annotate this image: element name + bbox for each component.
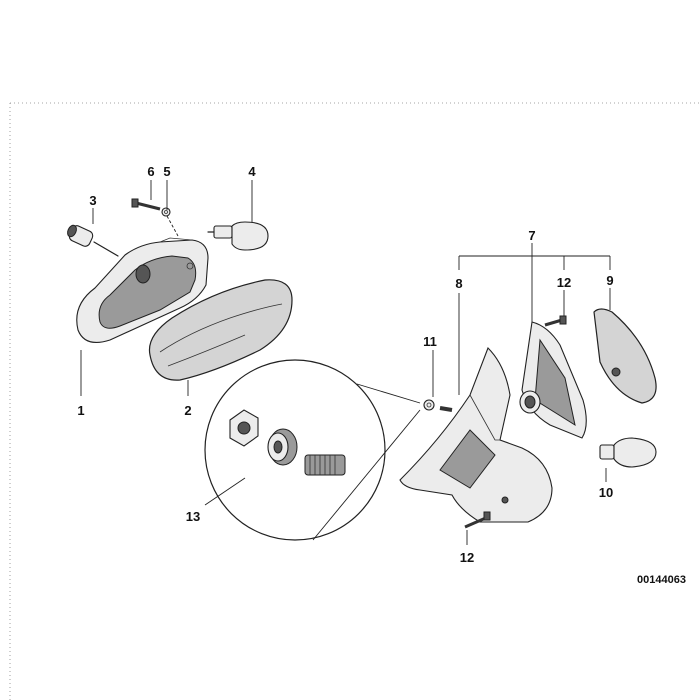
part-1-lamp-housing: [76, 237, 209, 343]
part-11-nut: [423, 399, 453, 412]
callout-7: 7: [528, 228, 535, 243]
detail-rubber-washer: [267, 428, 298, 466]
callout-9: 9: [606, 273, 613, 288]
part-4-bulb: [207, 221, 269, 251]
detail-nut: [229, 409, 259, 447]
callout-3: 3: [89, 193, 96, 208]
callout-8: 8: [455, 276, 462, 291]
leader-lines: [80, 180, 611, 545]
part-7-reflector-housing: [519, 321, 587, 439]
callout-4: 4: [248, 164, 256, 179]
callout-1: 1: [77, 403, 84, 418]
part-5-washer: [161, 207, 171, 217]
detail-threaded-stud: [304, 454, 346, 476]
part-12-screw-upper: [544, 315, 567, 327]
document-number: 00144063: [637, 574, 686, 586]
callout-2: 2: [184, 403, 191, 418]
callout-12-lower: 12: [460, 550, 474, 565]
part-9-lens: [593, 308, 657, 404]
callout-6: 6: [147, 164, 154, 179]
part-3-bulb-socket: [67, 224, 119, 257]
part-10-bulb: [599, 437, 657, 468]
callout-11: 11: [423, 334, 437, 349]
part-12-screw-lower: [464, 511, 491, 529]
part-8-bracket: [399, 347, 553, 523]
part-2-lens: [148, 279, 293, 381]
callout-13: 13: [186, 509, 200, 524]
detail-circle: [204, 359, 421, 541]
frame-border: [9, 102, 700, 700]
part-6-screw: [131, 198, 161, 211]
callout-10: 10: [599, 485, 613, 500]
callout-12-upper: 12: [557, 275, 571, 290]
callout-5: 5: [163, 164, 170, 179]
